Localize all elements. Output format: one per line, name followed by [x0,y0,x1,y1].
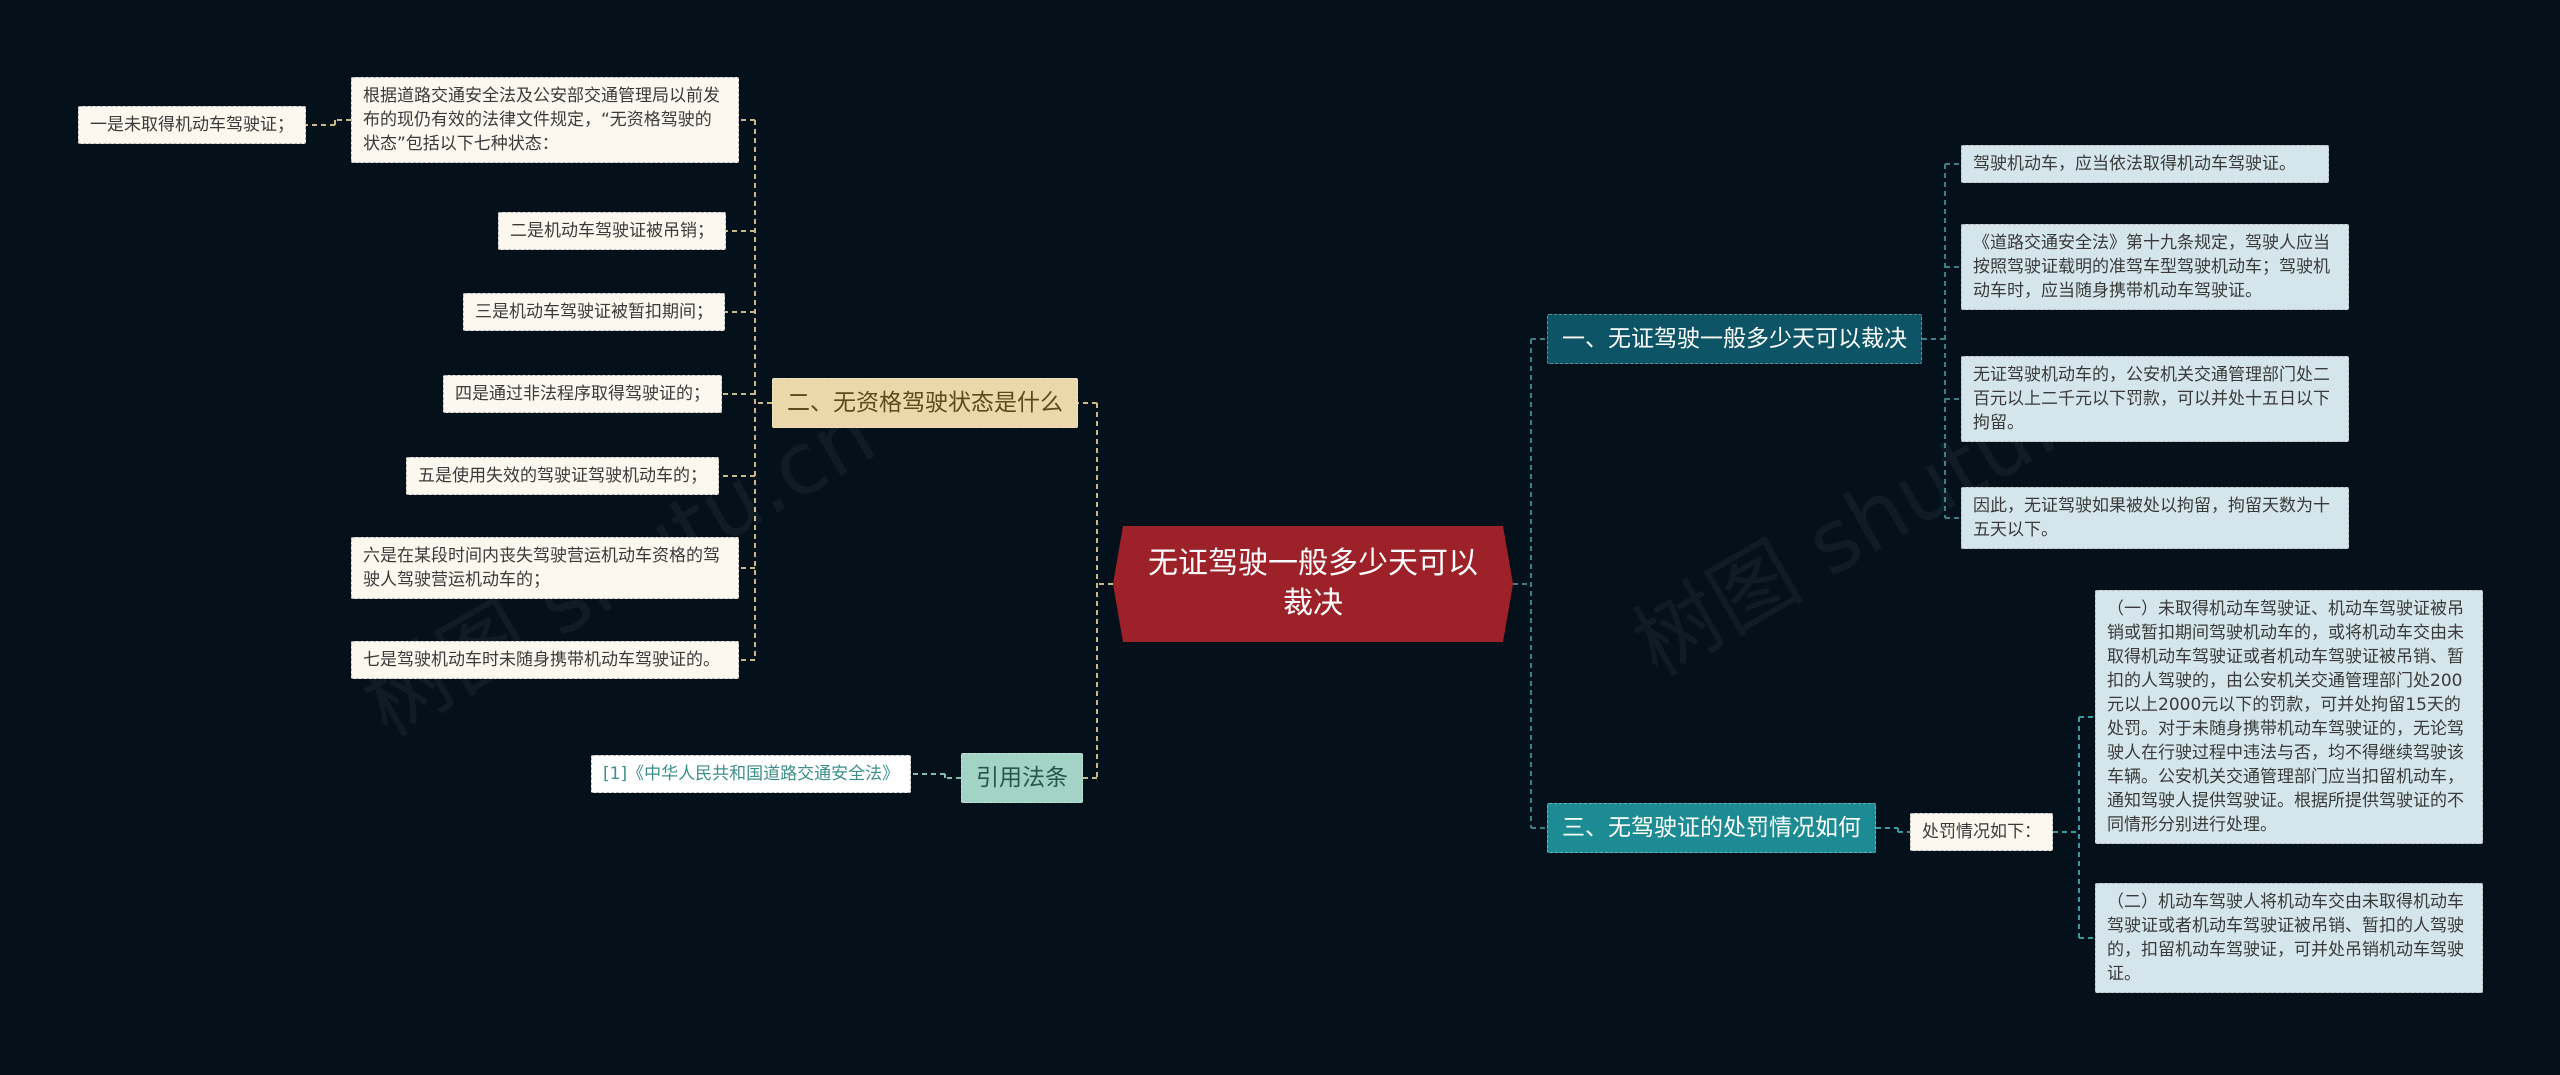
leaf-qualification-4[interactable]: 四是通过非法程序取得驾驶证的； [443,375,722,413]
leaf-qualification-3[interactable]: 三是机动车驾驶证被暂扣期间； [463,293,725,331]
leaf-verdict-2[interactable]: 《道路交通安全法》第十九条规定，驾驶人应当按照驾驶证载明的准驾车型驾驶机动车；驾… [1961,224,2349,310]
branch-verdict-days[interactable]: 一、无证驾驶一般多少天可以裁决 [1547,314,1922,364]
branch-penalty[interactable]: 三、无驾驶证的处罚情况如何 [1547,803,1876,853]
leaf-verdict-1[interactable]: 驾驶机动车，应当依法取得机动车驾驶证。 [1961,145,2329,183]
leaf-qualification-1[interactable]: 一是未取得机动车驾驶证； [78,106,306,144]
leaf-verdict-3[interactable]: 无证驾驶机动车的，公安机关交通管理部门处二百元以上二千元以下罚款，可以并处十五日… [1961,356,2349,442]
leaf-qualification-7[interactable]: 七是驾驶机动车时未随身携带机动车驾驶证的。 [351,641,739,679]
leaf-qualification-6[interactable]: 六是在某段时间内丧失驾驶营运机动车资格的驾驶人驾驶营运机动车的； [351,537,739,599]
leaf-cited-law-link[interactable]: [1]《中华人民共和国道路交通安全法》 [591,755,912,793]
leaf-penalty-1[interactable]: （一）未取得机动车驾驶证、机动车驾驶证被吊销或暂扣期间驾驶机动车的，或将机动车交… [2095,590,2483,844]
leaf-penalty-intro[interactable]: 处罚情况如下： [1910,813,2053,851]
leaf-qualification-2[interactable]: 二是机动车驾驶证被吊销； [498,212,726,250]
leaf-penalty-2[interactable]: （二）机动车驾驶人将机动车交由未取得机动车驾驶证或者机动车驾驶证被吊销、暂扣的人… [2095,883,2483,993]
root-topic-label: 无证驾驶一般多少天可以裁决 [1148,546,1478,621]
leaf-qualification-5[interactable]: 五是使用失效的驾驶证驾驶机动车的； [406,457,719,495]
leaf-verdict-4[interactable]: 因此，无证驾驶如果被处以拘留，拘留天数为十五天以下。 [1961,487,2349,549]
branch-cited-law[interactable]: 引用法条 [961,753,1083,803]
root-topic[interactable]: 无证驾驶一般多少天可以裁决 [1113,526,1513,642]
branch-no-qualification[interactable]: 二、无资格驾驶状态是什么 [772,378,1078,428]
leaf-qualification-intro[interactable]: 根据道路交通安全法及公安部交通管理局以前发布的现仍有效的法律文件规定，“无资格驾… [351,77,739,163]
